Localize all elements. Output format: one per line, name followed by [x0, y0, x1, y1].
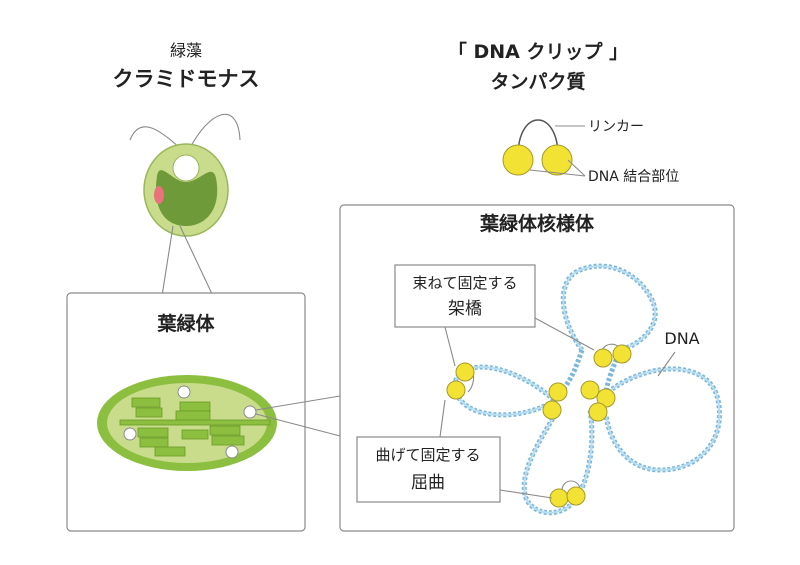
thylakoid-stack	[131, 397, 161, 408]
bundle-label-box	[394, 264, 536, 328]
dna-clip	[542, 382, 568, 420]
protein-title-line2: タンパク質	[490, 70, 585, 93]
binding-site-icon	[502, 144, 534, 176]
nucleoid-dot	[225, 445, 239, 459]
thylakoid-stack	[175, 410, 211, 421]
stroma-lamella	[119, 419, 271, 426]
binding-site-icon	[541, 144, 573, 176]
dna-clip	[446, 362, 475, 400]
thylakoid-stack	[135, 407, 163, 418]
zoom-connector-chloroplast	[255, 395, 341, 437]
bend-label-line1: 曲げて固定する	[375, 446, 480, 464]
bundle-label-line1: 束ねて固定する	[412, 274, 517, 292]
thylakoid-stack	[181, 429, 209, 440]
eyespot	[154, 186, 164, 204]
thylakoid-stack	[211, 435, 245, 446]
flagellum-right	[189, 113, 241, 149]
organism-category: 緑藻	[170, 41, 202, 60]
dna-clip-proteins	[446, 343, 632, 508]
bend-label-line2: 屈曲	[411, 473, 445, 493]
binding-pointer	[529, 159, 586, 177]
nucleoid-dot	[123, 427, 137, 441]
protein-title-line1: 「 DNA クリップ 」	[448, 40, 628, 63]
nucleoid-dot-highlighted	[243, 405, 257, 419]
dna-clip	[549, 480, 586, 508]
dna-clip	[593, 343, 632, 368]
zoom-connector-cell	[161, 225, 214, 297]
dna-clip-legend	[502, 119, 573, 176]
bend-pointer	[439, 399, 446, 438]
bend-pointer	[499, 489, 553, 499]
nucleoid-title: 葉緑体核様体	[479, 212, 595, 235]
bundle-pointer	[534, 317, 595, 351]
cell-chloroplast	[155, 170, 218, 226]
chloroplast-title: 葉緑体	[156, 312, 215, 335]
thylakoid-stack	[179, 401, 211, 412]
chloroplast-illustration	[97, 375, 277, 471]
dna-loop-inner	[523, 409, 593, 514]
dna-loop-inner	[562, 265, 657, 351]
dna-loop-inner	[605, 367, 721, 472]
linker-icon	[517, 119, 559, 157]
dna-label-pointer	[657, 351, 676, 377]
bundle-pointer	[444, 326, 456, 367]
thylakoid-stack	[137, 427, 169, 438]
dna-label: DNA	[664, 329, 699, 348]
thylakoid-stack	[209, 425, 241, 436]
thylakoid-stack	[154, 446, 186, 457]
dna-clip	[580, 380, 616, 422]
nucleoid-dot	[177, 385, 191, 399]
thylakoid-stack	[139, 437, 169, 448]
linker-label: リンカー	[588, 119, 644, 135]
pyrenoid	[172, 154, 200, 182]
binding-label: DNA 結合部位	[588, 169, 679, 185]
bend-label-box	[356, 436, 501, 503]
organism-name: クラミドモナス	[113, 67, 260, 91]
bundle-label-line2: 架橋	[448, 299, 482, 319]
chlamydomonas-cell	[129, 113, 241, 237]
flagellum-left	[129, 126, 181, 149]
